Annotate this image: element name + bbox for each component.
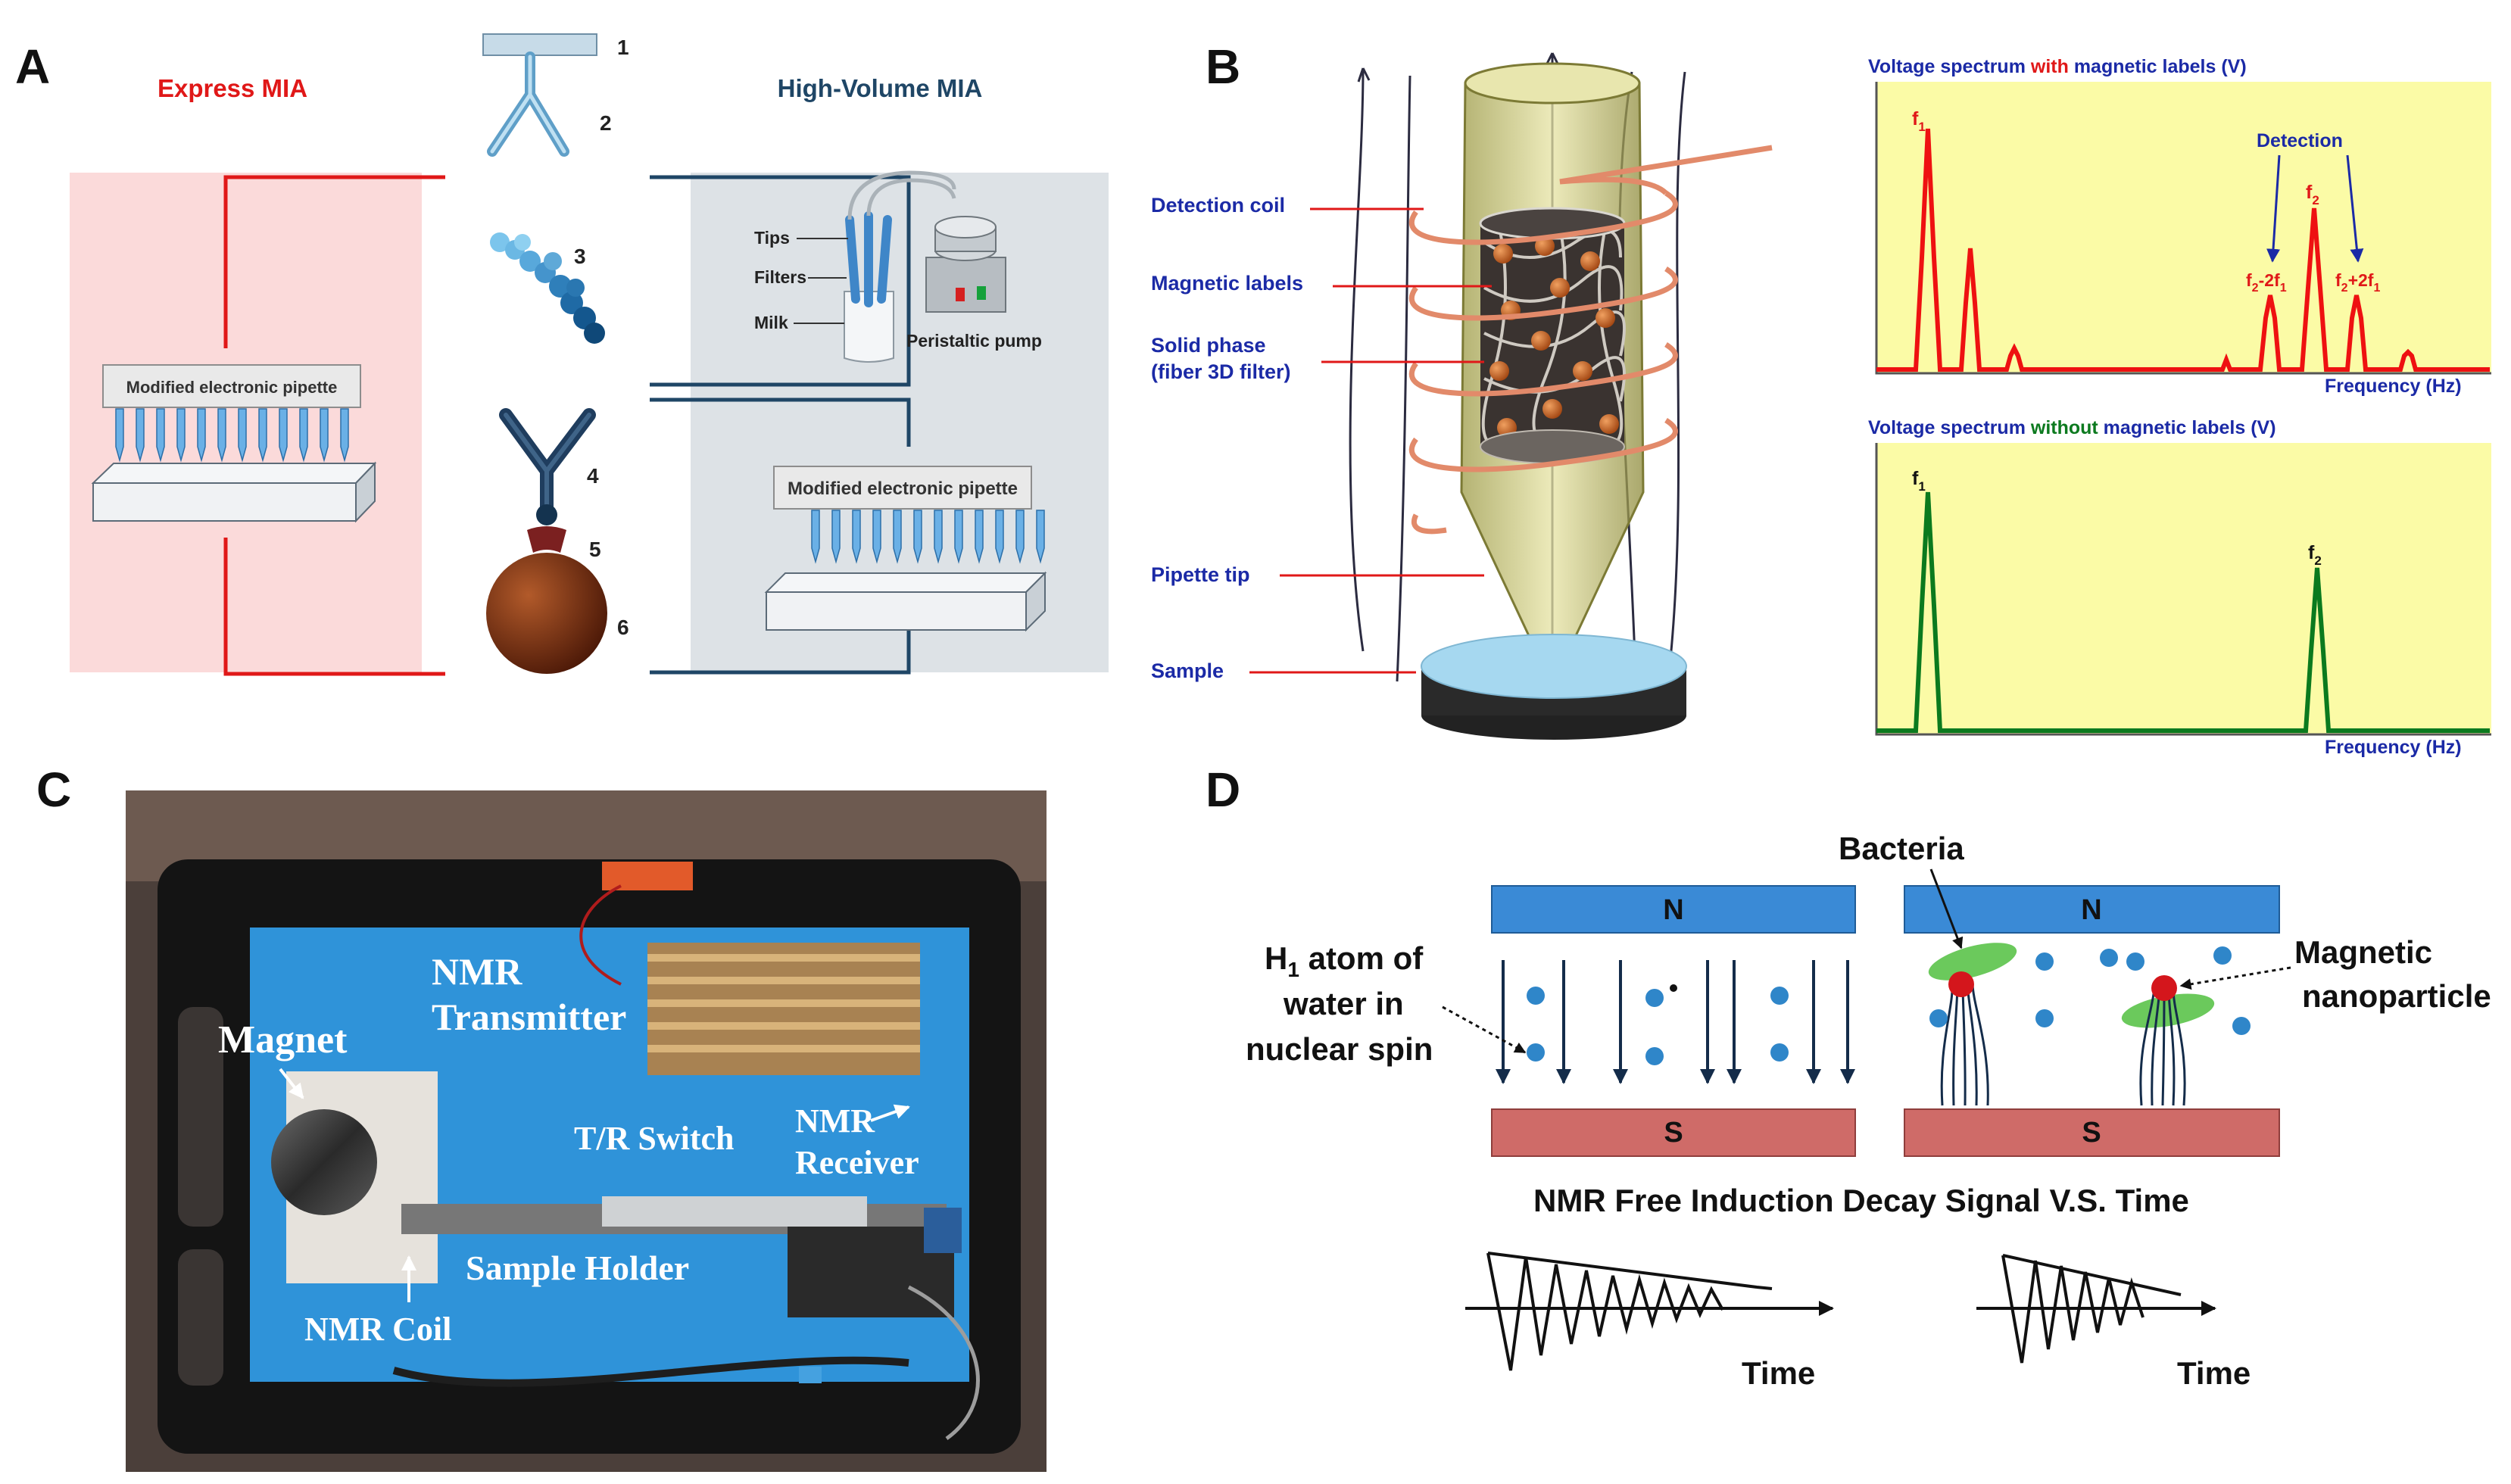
express-pipette-label: Modified electronic pipette: [126, 378, 338, 397]
peristaltic-pump-label: Peristaltic pump: [906, 331, 1042, 351]
item-number-5: 5: [589, 538, 601, 561]
south-pole-left-label: S: [1664, 1117, 1683, 1149]
item-number-4: 4: [587, 464, 599, 488]
magnetic-labels-label: Magnetic labels: [1151, 272, 1303, 295]
panel-c: C: [36, 762, 1047, 1472]
filters-label: Filters: [754, 267, 806, 287]
magnetic-nanoparticle-label-1: Magnetic: [2294, 934, 2432, 970]
spectrum-without-line: [1876, 491, 2490, 733]
sample-holder-label: Sample Holder: [466, 1249, 689, 1287]
item-2-antibody: 2: [487, 51, 612, 157]
left-spins: [1527, 984, 1789, 1065]
spectrum-without-labels: Voltage spectrum without magnetic labels…: [1868, 417, 2491, 758]
south-pole-left: [1491, 1108, 1856, 1157]
nmr-device-photo: [126, 790, 1047, 1472]
time-label-left: Time: [1742, 1355, 1815, 1391]
panel-c-letter: C: [36, 762, 71, 817]
panel-b: B: [1151, 39, 2491, 758]
detection-coil-label: Detection coil: [1151, 194, 1285, 217]
highvol-bracket-top: [650, 175, 911, 387]
panel-d-letter: D: [1206, 762, 1240, 817]
express-pipette-tips: [115, 408, 349, 463]
spectrum-with-background: [1876, 82, 2491, 373]
fid-title: NMR Free Induction Decay Signal V.S. Tim…: [1533, 1183, 2189, 1218]
svg-text:f2-2f1: f2-2f1: [2246, 270, 2287, 295]
spectrum-with-title: Voltage spectrum with magnetic labels (V…: [1868, 56, 2247, 77]
svg-text:f2: f2: [2306, 182, 2319, 207]
express-pipette: Modified electronic pipette: [91, 364, 377, 523]
solid-phase-sub-label: (fiber 3D filter): [1151, 360, 1291, 383]
nmr-receiver-label-2: Receiver: [795, 1144, 919, 1181]
milk-label: Milk: [754, 313, 788, 332]
frequency-axis-label-1: Frequency (Hz): [2325, 376, 2462, 397]
high-volume-mia-title: High-Volume MIA: [778, 74, 983, 102]
sample-dish: [1421, 634, 1687, 740]
frequency-axis-label-2: Frequency (Hz): [2325, 737, 2462, 758]
detection-label: Detection: [2257, 130, 2343, 151]
north-pole-right: [1904, 885, 2280, 934]
south-pole-right-label: S: [2082, 1117, 2101, 1149]
magnet-label: Magnet: [218, 1018, 348, 1062]
spectrum-with-axes: [1875, 82, 2491, 375]
pipette-tip: [1460, 62, 1645, 679]
spectrum-with-labels: Voltage spectrum with magnetic labels (V…: [1868, 56, 2491, 397]
panel-a: A Express MIA High-Volume MIA Modified e…: [15, 33, 1109, 676]
magnetic-nanoparticle-label-2: nanoparticle: [2302, 978, 2491, 1014]
item-3-molecules: 3: [490, 232, 605, 344]
nanoparticle-left: [1948, 971, 1974, 997]
sample-label: Sample: [1151, 659, 1224, 682]
highvol-pipette-label: Modified electronic pipette: [788, 479, 1018, 499]
spectrum-without-title: Voltage spectrum without magnetic labels…: [1868, 417, 2276, 438]
svg-text:f1: f1: [1912, 468, 1926, 494]
item-4-6-antibody-bead: 4 5 6: [486, 408, 629, 674]
fid-signal-left: [1465, 1252, 1834, 1371]
nmr-receiver-label-1: NMR: [795, 1102, 875, 1140]
right-bacteria-scene: [1928, 943, 2251, 1106]
north-pole-left: [1491, 885, 1856, 934]
h1-atom-label: H1 atom of: [1265, 940, 1424, 981]
svg-text:f1: f1: [1912, 108, 1926, 134]
svg-text:f2+2f1: f2+2f1: [2335, 270, 2380, 295]
spectrum-with-line: [1876, 128, 2490, 372]
left-field-lines: [1496, 960, 1855, 1084]
item-number-3: 3: [574, 245, 586, 268]
nmr-coil-label: NMR Coil: [304, 1311, 451, 1348]
tips-label: Tips: [754, 228, 790, 248]
h1-atom-label-3: nuclear spin: [1246, 1031, 1433, 1067]
highvol-bracket-bottom: [650, 398, 911, 675]
tr-switch-label: T/R Switch: [574, 1120, 734, 1157]
north-pole-left-label: N: [1663, 894, 1683, 926]
nmr-transmitter-label-1: NMR: [432, 950, 522, 993]
spectrum-without-background: [1876, 443, 2491, 734]
north-pole-right-label: N: [2081, 894, 2101, 926]
magnetic-label-beads: [1489, 236, 1619, 438]
h1-atom-label-2: water in: [1283, 986, 1404, 1021]
time-label-right: Time: [2177, 1355, 2251, 1391]
nanoparticle-right: [2151, 975, 2177, 1001]
spectrum-without-axes: [1875, 443, 2491, 736]
panel-b-letter: B: [1206, 39, 1240, 94]
pipette-tip-label: Pipette tip: [1151, 563, 1250, 586]
express-mia-title: Express MIA: [158, 74, 307, 102]
bacteria-label: Bacteria: [1839, 831, 1964, 866]
item-1-plate: 1: [482, 33, 629, 59]
item-number-6: 6: [617, 616, 629, 639]
solid-phase-label: Solid phase: [1151, 334, 1266, 357]
highvol-pipette: Modified electronic pipette: [764, 466, 1047, 632]
svg-text:f2: f2: [2308, 542, 2322, 568]
panel-d: D N N S S: [1206, 762, 2491, 1391]
south-pole-right: [1904, 1108, 2280, 1157]
nmr-transmitter-label-2: Transmitter: [432, 996, 626, 1038]
express-bracket: [223, 175, 445, 676]
panel-a-letter: A: [15, 39, 50, 94]
highvol-apparatus: Tips Filters Milk Peristaltic pump: [754, 170, 1042, 363]
fid-signal-right: [1976, 1254, 2216, 1364]
item-number-1: 1: [617, 36, 629, 59]
detection-coil: [1408, 145, 1773, 535]
heatsink: [647, 943, 920, 1075]
item-number-2: 2: [600, 111, 612, 135]
